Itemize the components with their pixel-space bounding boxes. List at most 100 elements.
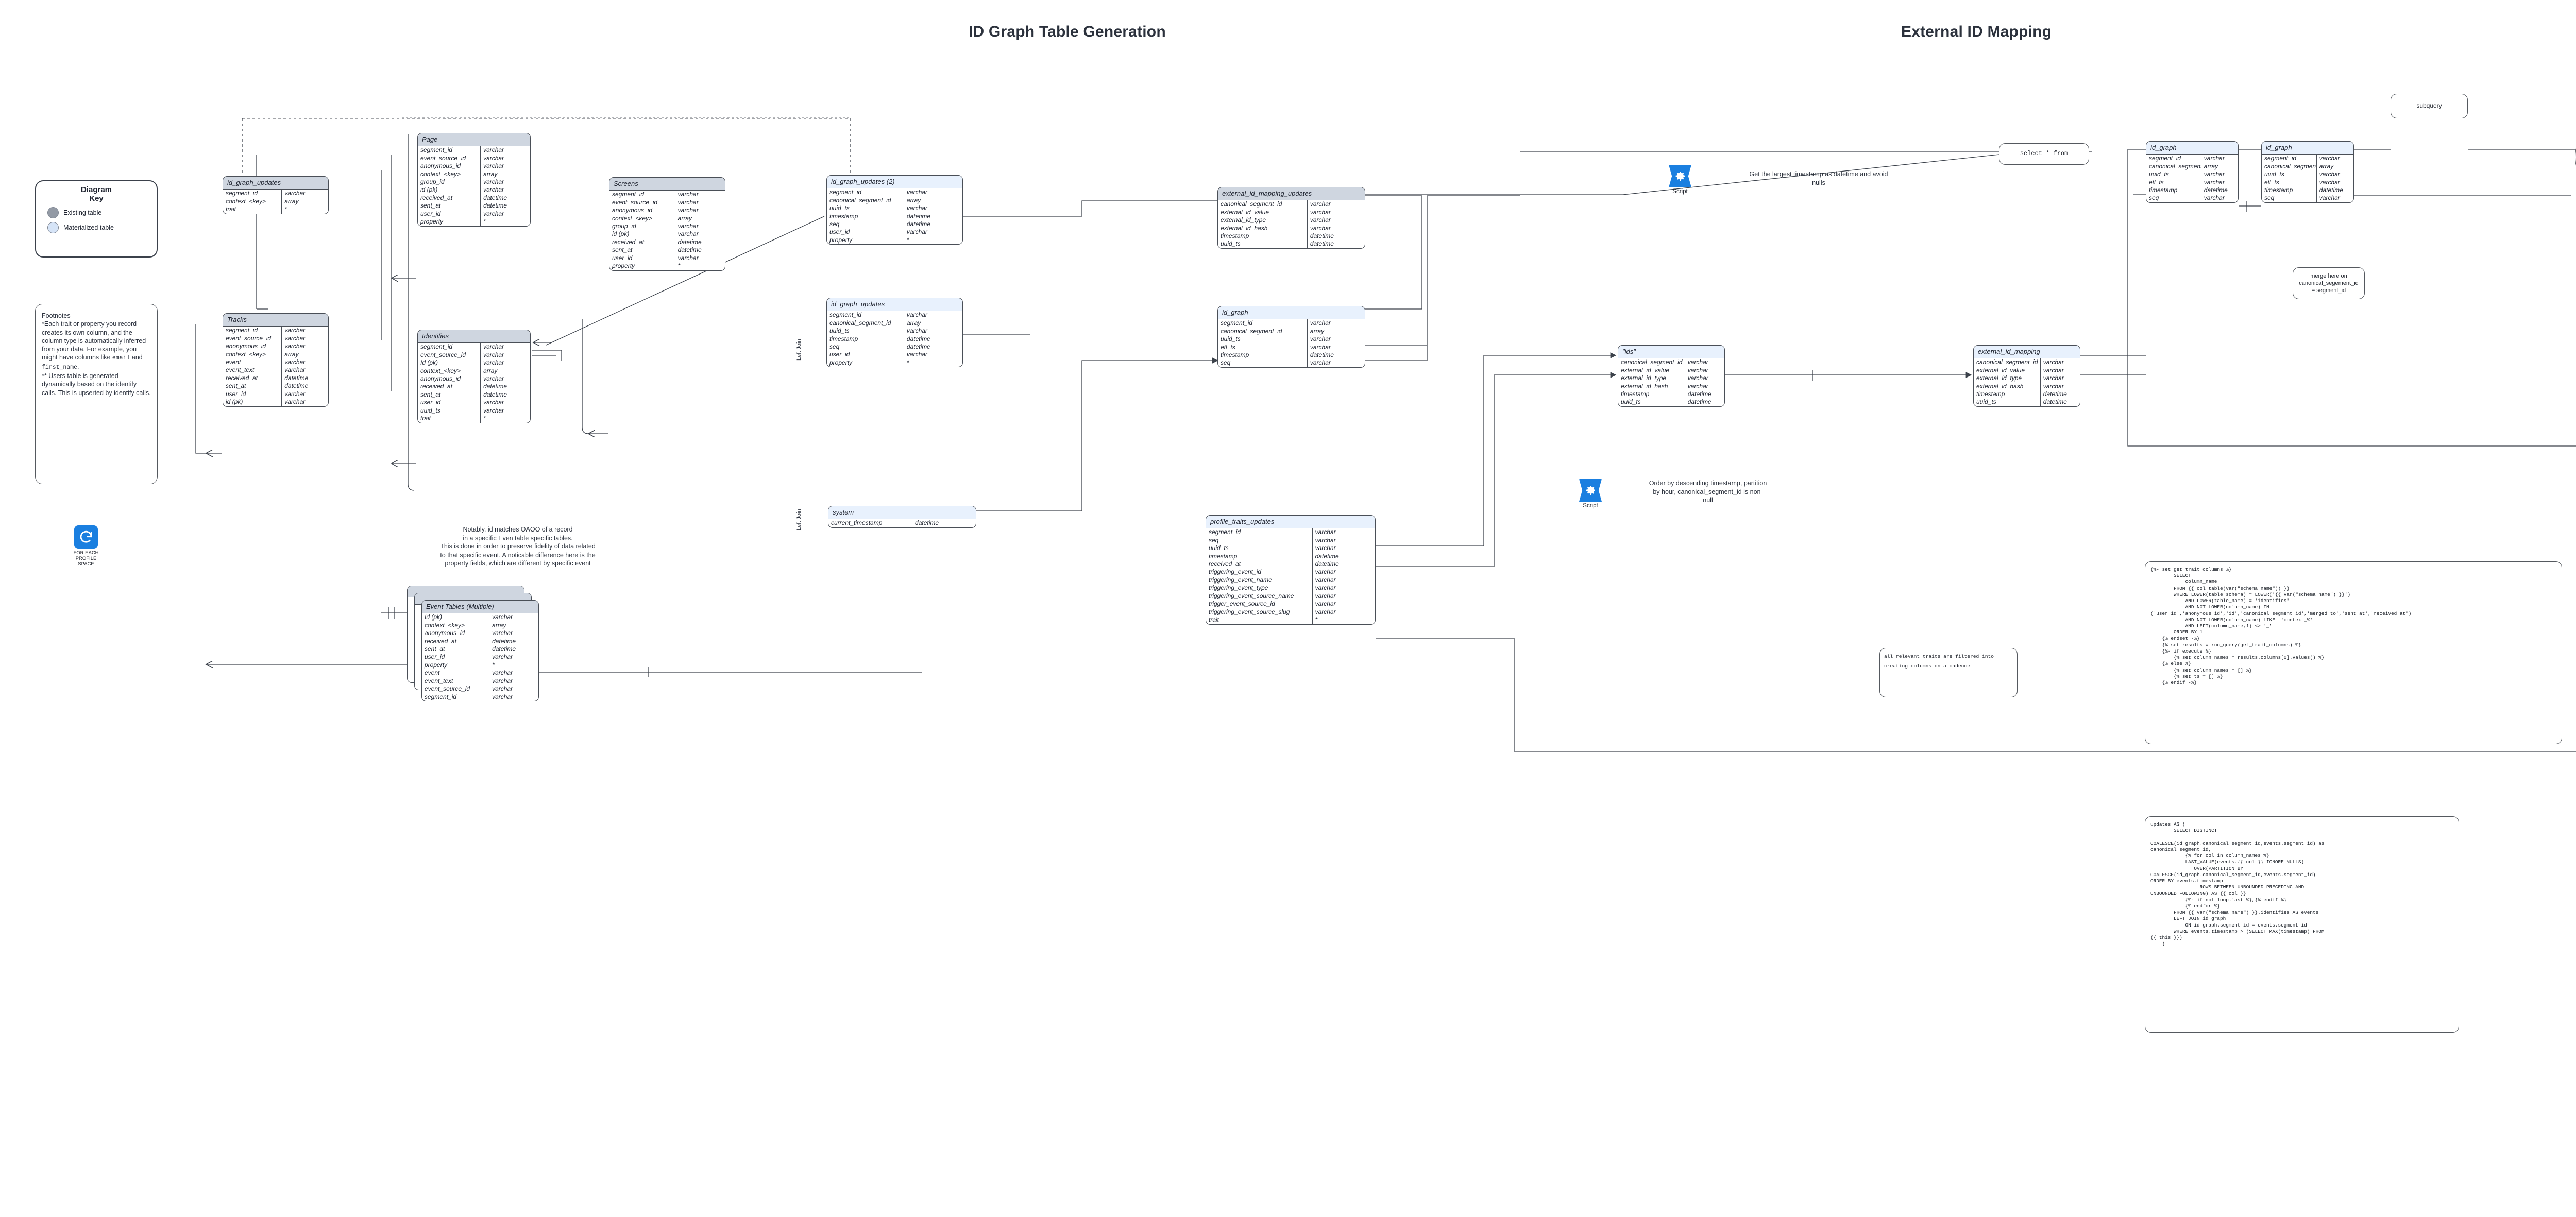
column-name: id (pk) <box>418 186 481 194</box>
column-type: datetime <box>2043 390 2067 398</box>
column-type: array <box>284 350 299 358</box>
column-type: varchar <box>1310 359 1331 367</box>
column-name: event_text <box>422 677 490 685</box>
column-type: varchar <box>1315 608 1336 615</box>
column-type: varchar <box>677 254 699 262</box>
column-type: datetime <box>483 390 507 398</box>
er-table-row: trait* <box>418 415 530 423</box>
materialized-table-swatch <box>47 221 59 233</box>
column-name: canonical_segment_id <box>1218 200 1308 209</box>
column-type: varchar <box>1687 374 1708 382</box>
column-type: varchar <box>492 653 513 661</box>
column-name: triggering_event_source_name <box>1206 592 1313 601</box>
column-name: property <box>827 236 904 245</box>
column-type: varchar <box>677 191 699 198</box>
column-name: event <box>223 358 282 367</box>
er-table-row: property* <box>827 236 962 245</box>
column-name: triggering_event_name <box>1206 576 1313 585</box>
column-name: canonical_segment_id <box>2146 162 2201 171</box>
script-caption: Script <box>1583 503 1598 509</box>
er-table-row: context_<key>array <box>609 214 725 222</box>
column-type: varchar <box>1687 358 1708 366</box>
column-name: uuid_ts <box>1618 398 1685 406</box>
er-table-title: id_graph_updates <box>223 177 328 190</box>
column-type: varchar <box>483 186 504 194</box>
script-largest-timestamp[interactable]: Script <box>1666 165 1694 195</box>
column-name: id (pk) <box>609 230 675 238</box>
column-type: varchar <box>2043 382 2064 390</box>
column-name: received_at <box>418 194 481 202</box>
column-type: datetime <box>906 335 930 342</box>
column-name: received_at <box>1206 560 1313 569</box>
column-name: uuid_ts <box>418 406 481 415</box>
left-join-label-2: Left Join <box>796 509 802 530</box>
column-type: varchar <box>2319 155 2340 162</box>
column-name: canonical_segment_id <box>1974 358 2041 367</box>
footnotes-heading: Footnotes <box>42 312 71 319</box>
column-type: varchar <box>492 677 513 684</box>
column-type: array <box>677 214 692 222</box>
column-type: datetime <box>1310 240 1334 248</box>
script-order-by-descending[interactable]: Script <box>1577 479 1604 509</box>
column-type: varchar <box>1310 216 1331 224</box>
er-table-title: Identifies <box>418 330 530 344</box>
section-title-id-graph: ID Graph Table Generation <box>969 23 1166 40</box>
column-name: id (pk) <box>223 398 282 406</box>
er-table-row: trait* <box>223 205 328 214</box>
er-table-title: external_id_mapping_updates <box>1218 187 1365 201</box>
column-name: seq <box>1218 359 1308 367</box>
column-name: seq <box>1206 536 1313 545</box>
column-type: array <box>2204 162 2218 170</box>
er-table-row: property* <box>827 358 962 367</box>
column-type: datetime <box>1310 351 1334 358</box>
er-table-row: context_<key>array <box>223 197 328 206</box>
column-type: varchar <box>1315 600 1336 608</box>
er-table-title: Event Tables (Multiple) <box>422 601 538 614</box>
legend-item-materialized: Materialized table <box>47 221 157 233</box>
column-name: user_id <box>827 351 904 359</box>
column-type: varchar <box>2319 194 2340 202</box>
column-name: segment_id <box>1206 528 1313 537</box>
column-type: varchar <box>284 390 306 398</box>
column-type: * <box>906 358 909 366</box>
